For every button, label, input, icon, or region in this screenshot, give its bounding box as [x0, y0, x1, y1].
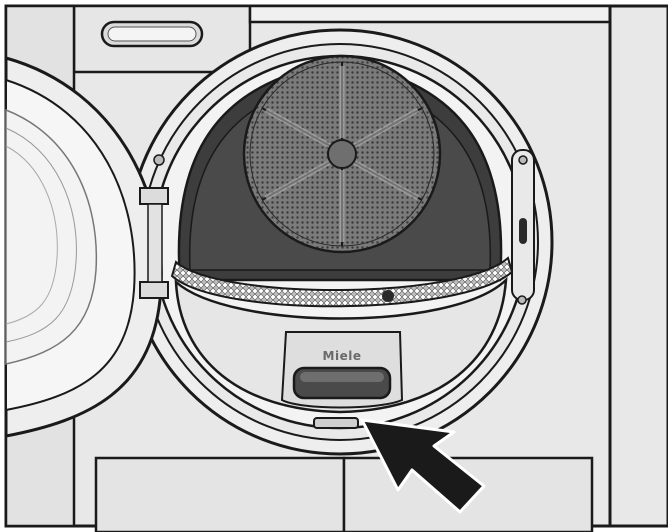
door-hinge-top	[139, 187, 169, 205]
open-door	[4, 56, 169, 438]
door-catch	[511, 149, 535, 305]
plinth-panels	[94, 456, 594, 532]
brand-label: Miele	[323, 349, 362, 363]
pointer-arrow	[360, 418, 486, 514]
service-flap-slot	[313, 417, 359, 429]
door-hinge-bottom	[139, 281, 169, 299]
lint-filter-area: Miele	[174, 276, 508, 414]
drum	[177, 54, 503, 282]
